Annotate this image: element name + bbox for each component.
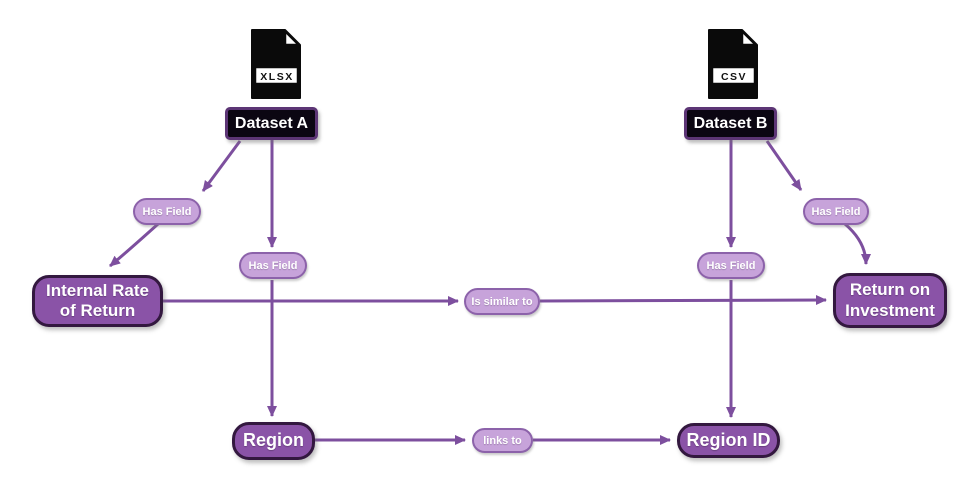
edge-is-similar-to-to-roi — [539, 295, 827, 306]
edge-label-is-similar-to: Is similar to — [464, 288, 540, 315]
has-field-label: Has Field — [706, 259, 756, 272]
edge-label-has-field-region: Has Field — [239, 252, 307, 279]
xlsx-file-icon: XLSX — [251, 29, 301, 99]
internal-rate-of-return-label: Internal Rate of Return — [46, 280, 149, 320]
region-label: Region — [243, 430, 304, 451]
edge-label-links-to: links to — [472, 428, 533, 453]
has-field-label: Has Field — [142, 205, 192, 218]
xlsx-file-type-label: XLSX — [260, 71, 293, 83]
has-field-label: Has Field — [248, 259, 298, 272]
edge-dataset-b-to-has-field-roi — [765, 140, 803, 191]
return-on-investment-label: Return on Investment — [845, 280, 935, 320]
dataset-a-label: Dataset A — [234, 114, 309, 132]
has-field-label: Has Field — [811, 205, 861, 218]
folded-corner — [740, 29, 758, 47]
region-id-label: Region ID — [686, 429, 771, 450]
edge-label-has-field-region-id: Has Field — [697, 252, 765, 279]
folded-corner — [283, 29, 301, 47]
csv-file-type-label: CSV — [721, 71, 747, 83]
edge-dataset-a-to-has-field-irr — [201, 140, 242, 192]
edge-label-has-field-irr: Has Field — [133, 198, 201, 225]
node-region-id[interactable]: Region ID — [677, 423, 780, 458]
links-to-label: links to — [483, 434, 522, 447]
node-region[interactable]: Region — [232, 422, 315, 460]
edge-has-field-to-irr — [109, 222, 160, 268]
is-similar-to-label: Is similar to — [471, 295, 533, 308]
node-internal-rate-of-return[interactable]: Internal Rate of Return — [32, 275, 163, 327]
csv-file-icon: CSV — [708, 29, 758, 99]
edge-has-field-to-roi — [844, 222, 871, 265]
dataset-b-label: Dataset B — [693, 114, 768, 132]
node-dataset-a[interactable]: Dataset A — [225, 107, 318, 140]
node-dataset-b[interactable]: Dataset B — [684, 107, 777, 140]
node-return-on-investment[interactable]: Return on Investment — [833, 273, 947, 328]
edge-label-has-field-roi: Has Field — [803, 198, 869, 225]
